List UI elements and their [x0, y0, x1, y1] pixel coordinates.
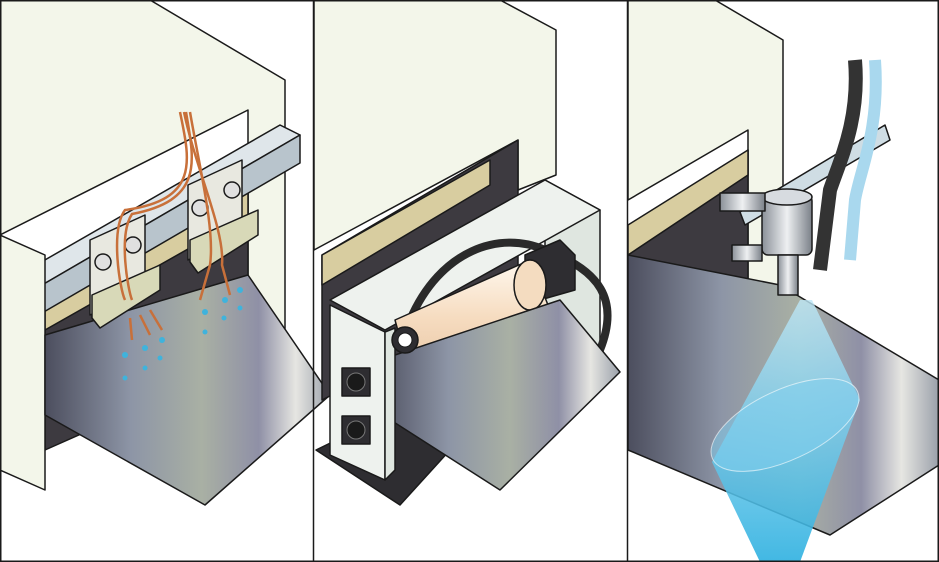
panel-roller [313, 0, 621, 506]
nozzle-fitting [719, 192, 766, 212]
tan-strip [321, 159, 491, 286]
button-bottom-face [346, 420, 366, 440]
bolt-icon [94, 253, 112, 271]
gauge-face [397, 332, 413, 348]
water-drops [122, 287, 243, 381]
bolt-icon [124, 236, 142, 254]
spray-ellipse [710, 378, 860, 472]
copper-wires [115, 111, 232, 341]
nozzle-tip [777, 254, 799, 296]
clamp-block [91, 264, 161, 329]
panel-spray-nozzle [627, 0, 939, 562]
roller-end [513, 259, 547, 311]
machine-pillar [0, 234, 46, 491]
frame-inner [384, 327, 396, 481]
bolt-icon [223, 181, 241, 199]
clamp-block [189, 209, 259, 274]
panel-wire-brush [0, 0, 331, 506]
adjust-knob [731, 244, 763, 262]
hose-light [844, 59, 882, 261]
tan-strip [627, 149, 749, 256]
nozzle-cap [761, 188, 813, 206]
machine-body [313, 0, 557, 251]
hose-dark [813, 59, 863, 271]
metal-sheet [44, 274, 331, 506]
button-top-face [346, 372, 366, 392]
